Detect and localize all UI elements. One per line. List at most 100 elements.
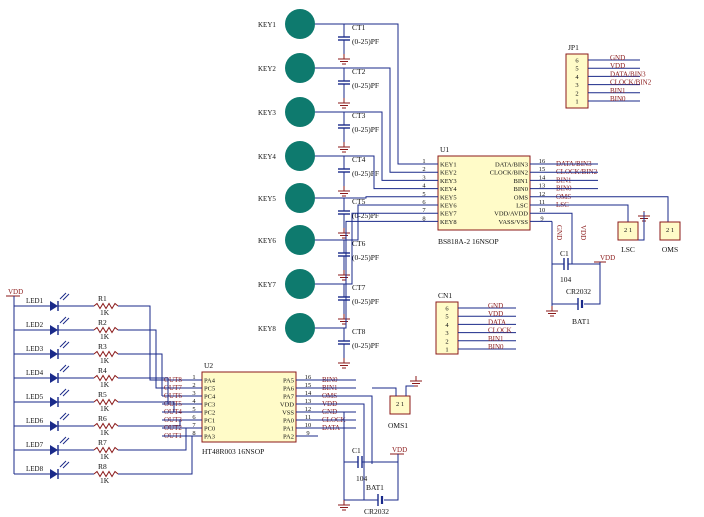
ground-symbol (338, 228, 350, 239)
u2-pin-name: PA6 (283, 386, 295, 393)
oms1-gnd-wire (405, 385, 416, 396)
u2-out-net-label: OUT6 (164, 392, 182, 400)
bat-value: CR2032 (566, 287, 591, 296)
key-wire (315, 197, 345, 211)
led-arrow (59, 412, 67, 420)
cn1-pin-number: 3 (445, 330, 448, 337)
jumper-pin-numbers: 2 1 (666, 227, 674, 234)
u1-pin-number: 8 (422, 215, 425, 222)
led-ref: LED1 (26, 297, 44, 305)
led-arrow (59, 364, 67, 372)
touch-pad-icon (285, 269, 315, 299)
bat-ref: BAT1 (366, 483, 384, 492)
led-to-u2-wire (118, 329, 162, 389)
touch-capacitor-symbol (338, 296, 350, 301)
touch-capacitor-symbol (338, 252, 350, 257)
gnd-rotated-label: GND (555, 225, 563, 240)
touch-capacitor-symbol (338, 340, 350, 345)
resistor-zigzag (93, 350, 119, 358)
key-to-u1-wire (344, 67, 418, 173)
key-label: KEY6 (258, 237, 276, 245)
cn1-pin-number: 1 (445, 347, 448, 354)
resistor-ref: R1 (98, 294, 107, 303)
led-ref: LED5 (26, 393, 44, 401)
jp1-net-label: CLOCK/BIN2 (610, 79, 652, 87)
u2-pin-name: PA5 (283, 378, 294, 385)
resistor-zigzag (93, 398, 119, 406)
u2-pin-number: 7 (192, 422, 196, 429)
resistor-value: 1K (100, 332, 110, 341)
u1-pin-number: 13 (539, 183, 546, 190)
led-arrow (62, 437, 70, 445)
cap-ref: CT3 (352, 111, 366, 120)
cn1-pin-number: 2 (445, 338, 448, 345)
jp1-net-label: GND (610, 54, 625, 62)
u2-pin-number: 8 (192, 430, 195, 437)
resistor-zigzag (93, 374, 119, 382)
u2-vdd-wire (356, 403, 365, 500)
bat-wire (384, 454, 399, 501)
key-to-u1-wire (344, 212, 418, 285)
u2-pin-name: PA4 (204, 378, 216, 385)
vdd-left-flag: VDD (8, 288, 23, 296)
c1-ref: C1 (352, 446, 361, 455)
u2-pin-name: PC3 (204, 402, 215, 409)
oms1-wire (356, 395, 373, 464)
u1-pin-name: KEY6 (440, 203, 457, 210)
oms1-pin-numbers: 2 1 (396, 401, 404, 408)
key-wire (315, 23, 345, 37)
lsc-wire (598, 204, 629, 222)
u2-pin-name: PA3 (204, 434, 215, 441)
led-icon (50, 364, 70, 383)
key-label: KEY8 (258, 325, 276, 333)
oms1-label: OMS1 (388, 421, 408, 430)
resistor-ref: R5 (98, 390, 107, 399)
vdd-flag: VDD (600, 254, 615, 262)
u1-pin-name: BIN0 (514, 186, 528, 193)
bat-ref: BAT1 (572, 317, 590, 326)
cn1-net-label: BIN1 (488, 335, 504, 343)
u2-pin-name: PA7 (283, 394, 295, 401)
cap-ref: CT1 (352, 23, 366, 32)
resistor-zigzag (93, 470, 119, 478)
u2-pin-name: PC1 (204, 418, 215, 425)
u2-pin-name: VDD (280, 402, 294, 409)
u1-pin-name: VASS/VSS (498, 219, 528, 226)
resistor-value: 1K (100, 452, 110, 461)
ground-symbol (338, 186, 350, 197)
u1-pin-number: 6 (422, 199, 426, 206)
u2-pin-name: PC5 (204, 386, 215, 393)
vdd-flag: VDD (392, 446, 407, 454)
cap-ref: CT4 (352, 155, 366, 164)
u1-pin-number: 16 (539, 158, 546, 165)
touch-capacitor-symbol (338, 210, 350, 215)
u2-gnd-wire (343, 411, 356, 500)
u2-pin-name: PC4 (204, 394, 216, 401)
bat-wire (584, 262, 601, 305)
jumper-label: OMS (662, 245, 678, 254)
led-arrow (62, 341, 70, 349)
u1-pin-name: KEY3 (440, 178, 457, 185)
led-ref: LED4 (26, 369, 44, 377)
u1-pin-name: KEY7 (440, 211, 457, 218)
u1-pin-number: 2 (422, 166, 425, 173)
resistor-ref: R3 (98, 342, 107, 351)
ground-symbol (338, 358, 350, 369)
u1-pin-number: 3 (422, 174, 425, 181)
u2-out-net-label: OUT7 (164, 384, 182, 392)
jp1-pin-number: 6 (575, 58, 579, 65)
led-to-u2-wire (118, 419, 181, 427)
cap-value: (0-25)PF (352, 37, 379, 46)
resistor-ref: R8 (98, 462, 107, 471)
led-arrow (62, 317, 70, 325)
resistor-ref: R6 (98, 414, 107, 423)
u1-pin-number: 12 (539, 191, 546, 198)
ground-symbol (338, 500, 350, 511)
led-arrow (62, 293, 70, 301)
jp1-pin-number: 4 (575, 74, 579, 81)
resistor-ref: R2 (98, 318, 107, 327)
led-icon (50, 340, 70, 359)
key-to-u1-wire (344, 196, 418, 199)
key-wire (315, 67, 345, 81)
led-triangle (50, 325, 58, 335)
